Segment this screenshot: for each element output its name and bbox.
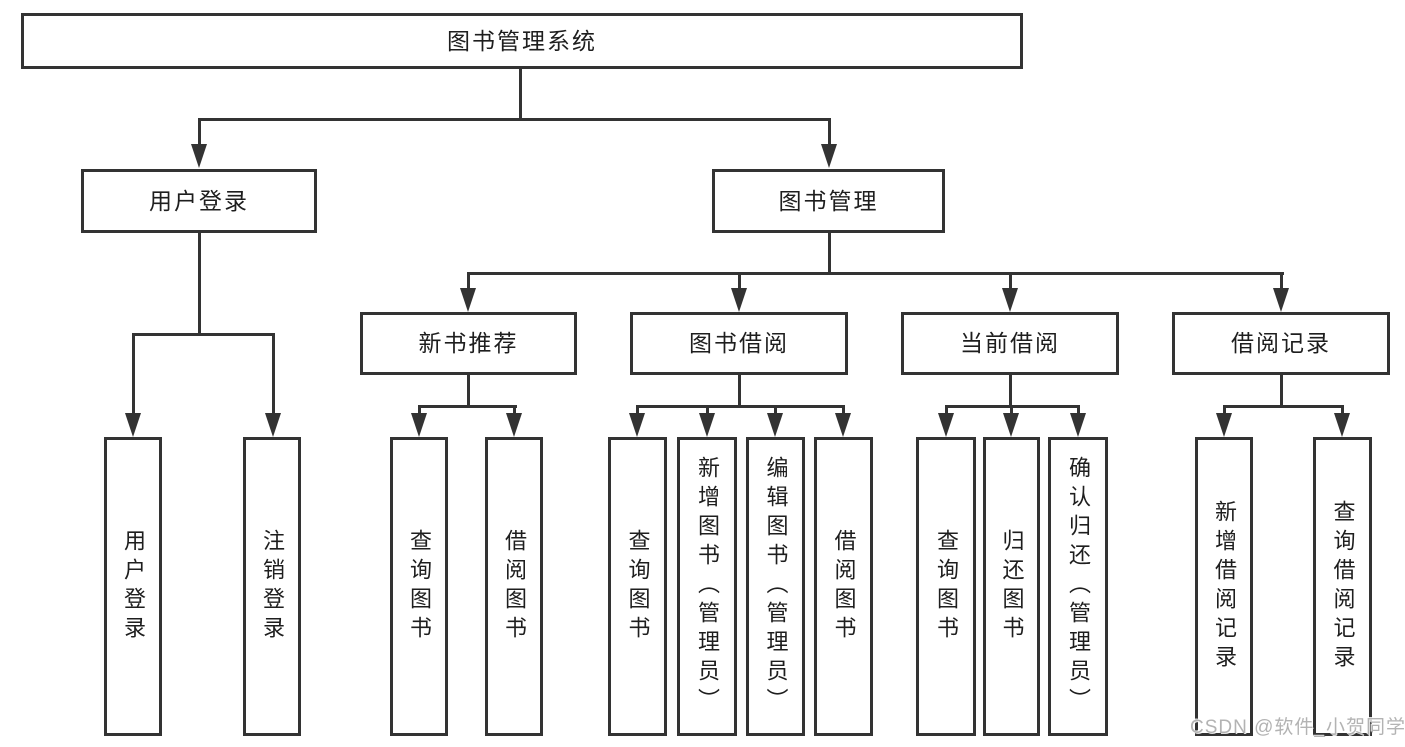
connector-arrow-stem [132, 333, 135, 415]
arrowhead-down-icon [1070, 413, 1086, 437]
connector-arrow-stem [1009, 272, 1012, 290]
connector-userlogin-stem [198, 233, 201, 336]
leaf-bb-borrow-books: 借阅图书 [814, 437, 873, 736]
leaf-cb-confirm-return-admin: 确认归还（管理员） [1048, 437, 1108, 736]
node-label: 编辑图书（管理员） [763, 456, 789, 717]
node-label: 查询借阅记录 [1330, 499, 1356, 674]
node-label: 确认归还（管理员） [1066, 456, 1091, 717]
node-label: 图书借阅 [689, 330, 789, 356]
node-label: 注销登录 [260, 528, 285, 645]
node-label: 图书管理 [778, 187, 879, 214]
arrowhead-down-icon [821, 144, 837, 168]
node-label: 查询图书 [625, 528, 651, 645]
leaf-cb-return-books: 归还图书 [983, 437, 1040, 736]
node-label: 借阅记录 [1231, 330, 1331, 356]
node-label: 归还图书 [999, 528, 1025, 645]
connector-arrow-stem [945, 405, 948, 417]
node-label: 用户登录 [149, 187, 249, 214]
leaf-nbr-borrow-books: 借阅图书 [485, 437, 543, 736]
connector-root-stem [519, 69, 522, 121]
node-book-borrow: 图书借阅 [630, 312, 848, 375]
node-root: 图书管理系统 [21, 13, 1023, 69]
connector-arrow-stem [636, 405, 639, 417]
node-borrow-records: 借阅记录 [1172, 312, 1390, 375]
connector-br-bar [1223, 405, 1344, 408]
node-label: 用户登录 [121, 528, 146, 645]
leaf-nbr-query-books: 查询图书 [390, 437, 448, 736]
leaf-cb-query-books: 查询图书 [916, 437, 976, 736]
connector-userlogin-bar [132, 333, 275, 336]
connector-arrow-stem [828, 118, 831, 148]
arrowhead-down-icon [938, 413, 954, 437]
node-label: 新增借阅记录 [1212, 499, 1237, 674]
leaf-bb-edit-books-admin: 编辑图书（管理员） [746, 437, 805, 736]
arrowhead-down-icon [1003, 413, 1019, 437]
connector-cb-stem [1009, 375, 1012, 408]
arrowhead-down-icon [1216, 413, 1232, 437]
connector-bookmgmt-stem [828, 233, 831, 275]
arrowhead-down-icon [265, 413, 281, 437]
leaf-bb-add-books-admin: 新增图书（管理员） [677, 437, 737, 736]
arrowhead-down-icon [629, 413, 645, 437]
node-user-login: 用户登录 [81, 169, 317, 233]
connector-arrow-stem [198, 118, 201, 148]
connector-arrow-stem [418, 405, 421, 417]
node-label: 新增图书（管理员） [695, 456, 720, 717]
connector-arrow-stem [842, 405, 845, 417]
node-new-book-recommend: 新书推荐 [360, 312, 577, 375]
connector-bb-bar [636, 405, 845, 408]
connector-arrow-stem [1280, 272, 1283, 290]
arrowhead-down-icon [125, 413, 141, 437]
connector-level1-bar [198, 118, 831, 121]
leaf-br-query-record: 查询借阅记录 [1313, 437, 1372, 736]
watermark: CSDN @软件_小贺同学 [1190, 717, 1405, 738]
node-label: 查询图书 [934, 528, 959, 645]
connector-arrow-stem [1010, 405, 1013, 417]
arrowhead-down-icon [191, 144, 207, 168]
arrowhead-down-icon [411, 413, 427, 437]
arrowhead-down-icon [767, 413, 783, 437]
connector-bb-stem [738, 375, 741, 408]
arrowhead-down-icon [731, 288, 747, 312]
connector-nbr-stem [467, 375, 470, 408]
node-label: 图书管理系统 [447, 27, 597, 54]
node-label: 当前借阅 [960, 330, 1060, 356]
node-book-management: 图书管理 [712, 169, 945, 233]
node-current-borrow: 当前借阅 [901, 312, 1119, 375]
leaf-bb-query-books: 查询图书 [608, 437, 667, 736]
connector-arrow-stem [774, 405, 777, 417]
node-label: 新书推荐 [418, 330, 519, 356]
connector-br-stem [1280, 375, 1283, 408]
arrowhead-down-icon [835, 413, 851, 437]
connector-arrow-stem [1223, 405, 1226, 417]
arrowhead-down-icon [1002, 288, 1018, 312]
node-label: 借阅图书 [831, 528, 857, 645]
arrowhead-down-icon [1273, 288, 1289, 312]
arrowhead-down-icon [699, 413, 715, 437]
connector-arrow-stem [1077, 405, 1080, 417]
node-label: 借阅图书 [502, 528, 527, 645]
leaf-br-add-record: 新增借阅记录 [1195, 437, 1253, 736]
connector-arrow-stem [738, 272, 741, 290]
connector-arrow-stem [513, 405, 516, 417]
leaf-user-login: 用户登录 [104, 437, 162, 736]
connector-arrow-stem [1341, 405, 1344, 417]
connector-arrow-stem [706, 405, 709, 417]
connector-level3-bar [467, 272, 1284, 275]
leaf-logout: 注销登录 [243, 437, 301, 736]
arrowhead-down-icon [1334, 413, 1350, 437]
node-label: 查询图书 [407, 528, 432, 645]
arrowhead-down-icon [460, 288, 476, 312]
connector-nbr-bar [418, 405, 517, 408]
connector-arrow-stem [467, 272, 470, 290]
arrowhead-down-icon [506, 413, 522, 437]
connector-arrow-stem [272, 333, 275, 415]
